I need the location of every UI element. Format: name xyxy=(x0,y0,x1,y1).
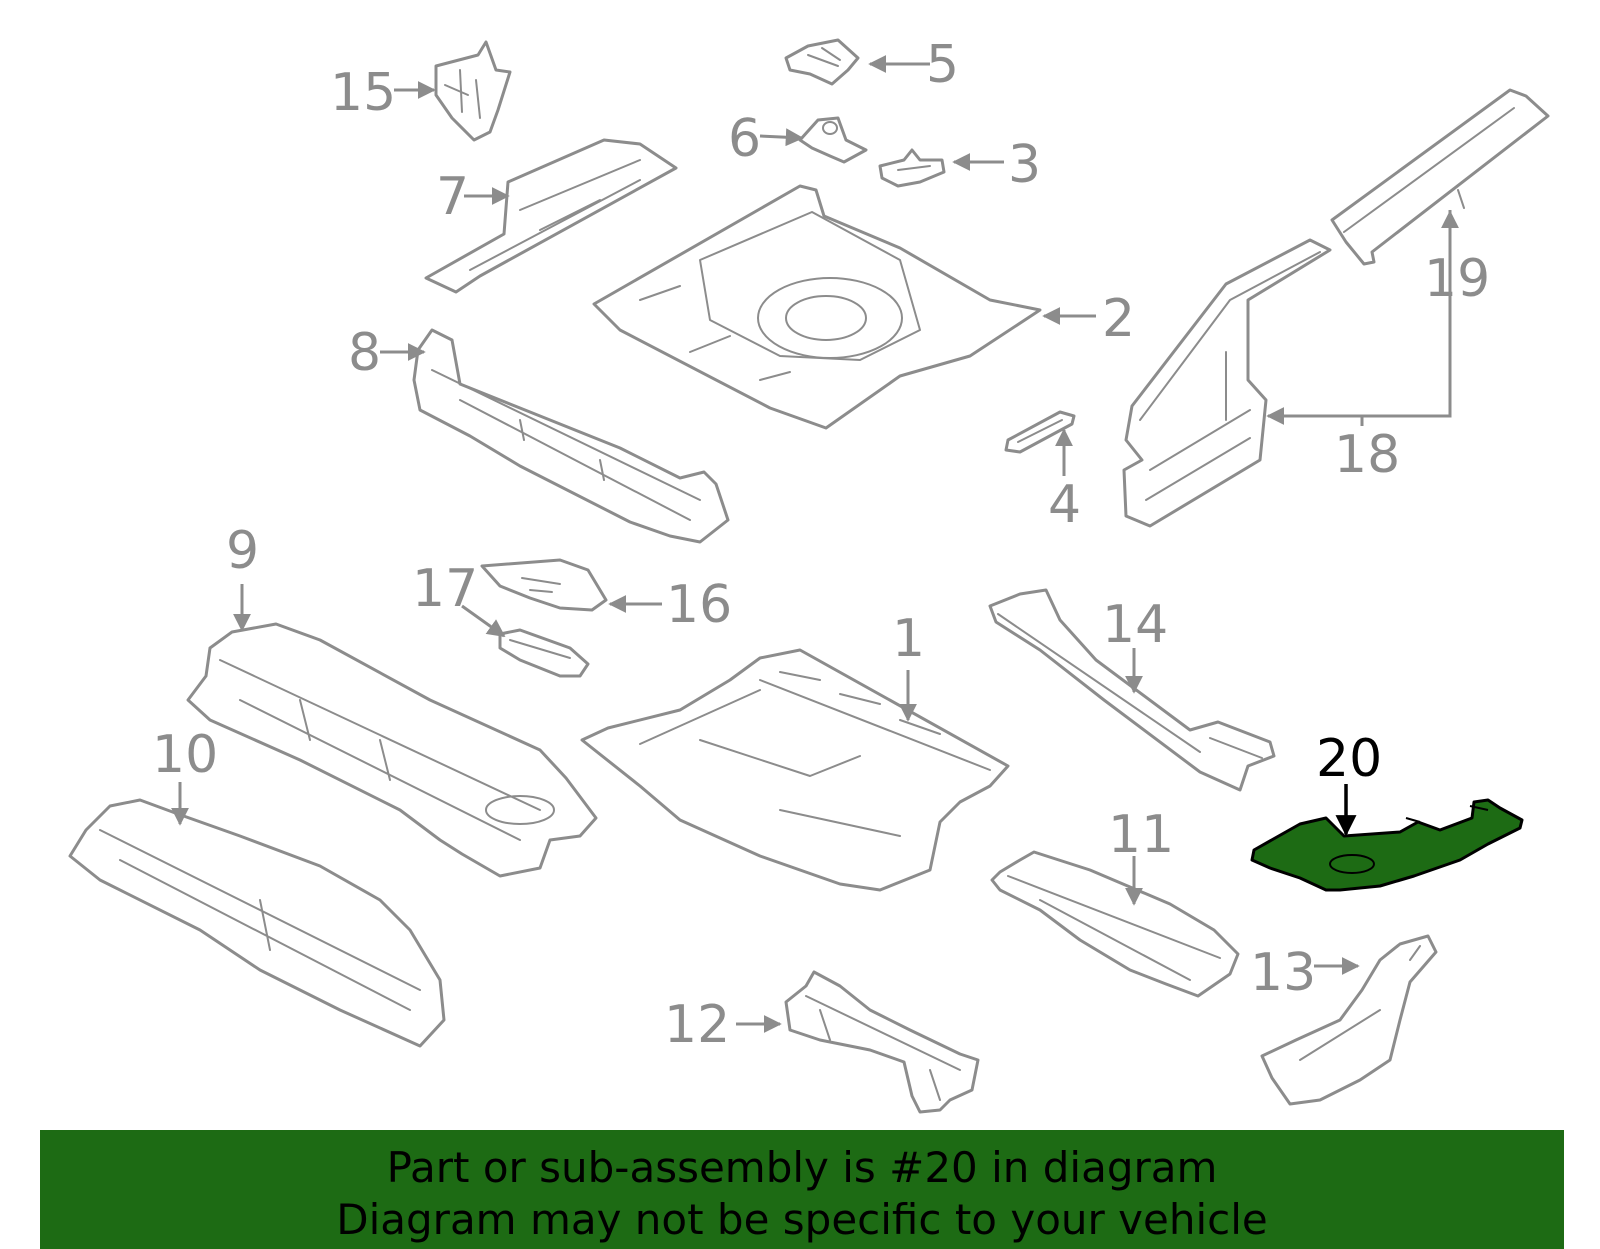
callout-5: 5 xyxy=(926,35,959,95)
callout-2: 2 xyxy=(1102,289,1135,349)
callout-10: 10 xyxy=(152,725,218,785)
callout-15: 15 xyxy=(330,63,396,123)
banner-line-1: Part or sub-assembly is #20 in diagram xyxy=(386,1143,1218,1192)
banner-line-2: Diagram may not be specific to your vehi… xyxy=(336,1195,1268,1244)
callout-20: 20 xyxy=(1316,729,1382,789)
part-10-crossmember[interactable] xyxy=(68,798,446,1048)
part-3-bracket[interactable] xyxy=(878,148,946,188)
callout-7: 7 xyxy=(436,167,469,227)
part-16-cover[interactable] xyxy=(480,558,608,612)
callout-1: 1 xyxy=(892,609,925,669)
callout-12: 12 xyxy=(664,995,730,1055)
part-6-bracket[interactable] xyxy=(798,116,868,164)
callout-3: 3 xyxy=(1008,135,1041,195)
part-12-bracket[interactable] xyxy=(784,970,980,1114)
callout-14: 14 xyxy=(1102,595,1168,655)
callout-11: 11 xyxy=(1108,805,1174,865)
part-11-member[interactable] xyxy=(990,850,1240,998)
part-17-seal[interactable] xyxy=(498,628,590,678)
info-banner: Part or sub-assembly is #20 in diagram D… xyxy=(40,1130,1564,1249)
part-9-crossmember[interactable] xyxy=(186,622,598,878)
callout-18: 18 xyxy=(1334,425,1400,485)
part-2-rear-floor-pan[interactable] xyxy=(592,184,1042,430)
callout-19: 19 xyxy=(1424,249,1490,309)
callout-4: 4 xyxy=(1048,475,1081,535)
callout-16: 16 xyxy=(666,575,732,635)
callout-8: 8 xyxy=(348,323,381,383)
leader-lines xyxy=(171,55,1459,1033)
part-8-crossmember[interactable] xyxy=(412,328,730,544)
part-20-highlighted[interactable] xyxy=(1250,798,1524,892)
callout-6: 6 xyxy=(728,109,761,169)
part-7-rail[interactable] xyxy=(424,138,678,294)
part-4-plug[interactable] xyxy=(1004,410,1076,454)
callout-9: 9 xyxy=(226,521,259,581)
part-5-bracket[interactable] xyxy=(784,38,860,86)
part-15-bracket[interactable] xyxy=(434,40,512,142)
part-19-rail[interactable] xyxy=(1330,88,1550,266)
part-18-side-member[interactable] xyxy=(1122,238,1332,528)
part-13-panel[interactable] xyxy=(1260,934,1438,1106)
callout-labels: 15 5 6 3 7 2 19 8 18 4 9 17 16 1 14 10 2… xyxy=(152,35,1490,1055)
callout-17: 17 xyxy=(412,559,478,619)
part-1-floor-pan[interactable] xyxy=(580,648,1010,892)
callout-13: 13 xyxy=(1250,943,1316,1003)
